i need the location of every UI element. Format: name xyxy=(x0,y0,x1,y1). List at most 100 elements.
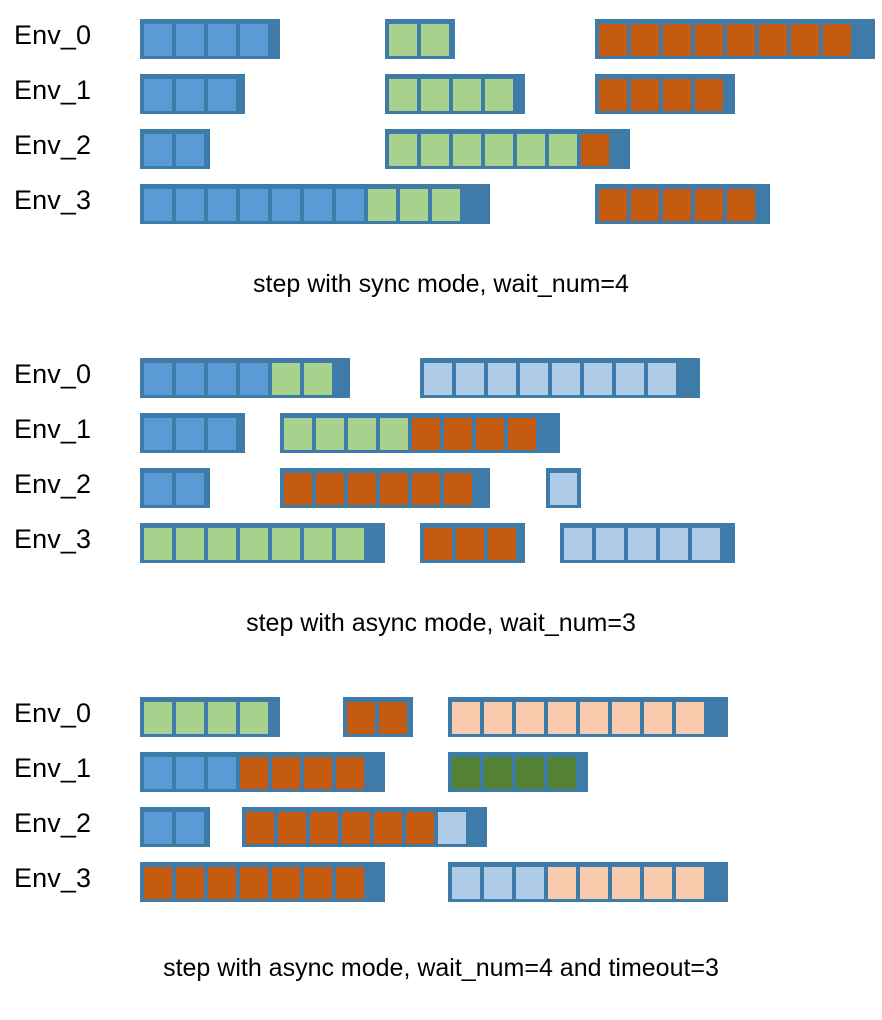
step-cell-green[interactable] xyxy=(208,702,236,734)
step-group[interactable] xyxy=(420,523,525,563)
step-cell-orange[interactable] xyxy=(272,757,300,789)
step-cell-green[interactable] xyxy=(284,418,312,450)
step-cell-orange[interactable] xyxy=(663,189,691,221)
step-group[interactable] xyxy=(385,129,630,169)
step-cell-orange[interactable] xyxy=(304,867,332,899)
step-cell-light-blue[interactable] xyxy=(660,528,688,560)
step-cell-light-blue[interactable] xyxy=(452,867,480,899)
step-cell-green[interactable] xyxy=(453,79,481,111)
step-cell-green[interactable] xyxy=(485,134,513,166)
step-cell-peach[interactable] xyxy=(612,867,640,899)
step-cell-peach[interactable] xyxy=(516,702,544,734)
step-cell-green[interactable] xyxy=(272,528,300,560)
step-group[interactable] xyxy=(420,358,700,398)
step-cell-orange[interactable] xyxy=(444,418,472,450)
step-cell-green[interactable] xyxy=(389,79,417,111)
step-cell-orange[interactable] xyxy=(272,867,300,899)
step-group[interactable] xyxy=(448,697,728,737)
step-cell-blue[interactable] xyxy=(144,79,172,111)
step-cell-green[interactable] xyxy=(176,528,204,560)
step-cell-orange[interactable] xyxy=(245,812,274,844)
step-cell-orange[interactable] xyxy=(316,473,344,505)
step-cell-orange[interactable] xyxy=(488,528,516,560)
step-cell-green[interactable] xyxy=(389,134,417,166)
step-cell-peach[interactable] xyxy=(484,702,512,734)
step-group[interactable] xyxy=(140,697,280,737)
step-cell-green[interactable] xyxy=(380,418,408,450)
step-cell-light-blue[interactable] xyxy=(648,363,676,395)
step-cell-blue[interactable] xyxy=(336,189,364,221)
step-cell-green[interactable] xyxy=(453,134,481,166)
step-cell-green[interactable] xyxy=(485,79,513,111)
step-cell-green[interactable] xyxy=(176,702,204,734)
step-cell-orange[interactable] xyxy=(336,867,364,899)
step-cell-orange[interactable] xyxy=(695,189,723,221)
step-cell-peach[interactable] xyxy=(612,702,640,734)
step-cell-peach[interactable] xyxy=(452,702,480,734)
step-cell-green[interactable] xyxy=(432,189,460,221)
step-cell-orange[interactable] xyxy=(663,79,691,111)
step-cell-orange[interactable] xyxy=(476,418,504,450)
step-cell-orange[interactable] xyxy=(240,867,268,899)
step-cell-blue[interactable] xyxy=(144,757,172,789)
step-cell-orange[interactable] xyxy=(508,418,536,450)
step-cell-orange[interactable] xyxy=(412,473,440,505)
step-group[interactable] xyxy=(385,74,525,114)
step-cell-blue[interactable] xyxy=(176,757,204,789)
step-cell-dark-green[interactable] xyxy=(548,757,576,789)
step-group[interactable] xyxy=(140,358,350,398)
step-cell-dark-green[interactable] xyxy=(516,757,544,789)
step-cell-orange[interactable] xyxy=(176,867,204,899)
step-cell-light-blue[interactable] xyxy=(456,363,484,395)
step-cell-light-blue[interactable] xyxy=(596,528,624,560)
step-cell-blue[interactable] xyxy=(176,363,204,395)
step-cell-green[interactable] xyxy=(144,528,172,560)
step-cell-light-blue[interactable] xyxy=(616,363,644,395)
step-cell-light-blue[interactable] xyxy=(484,867,512,899)
step-cell-peach[interactable] xyxy=(580,867,608,899)
step-cell-orange[interactable] xyxy=(380,473,408,505)
step-cell-green[interactable] xyxy=(389,24,417,56)
step-cell-peach[interactable] xyxy=(676,867,704,899)
step-cell-blue[interactable] xyxy=(208,189,236,221)
step-cell-blue[interactable] xyxy=(208,757,236,789)
step-cell-green[interactable] xyxy=(517,134,545,166)
step-cell-orange[interactable] xyxy=(304,757,332,789)
step-cell-orange[interactable] xyxy=(581,134,609,166)
step-cell-green[interactable] xyxy=(240,528,268,560)
step-cell-green[interactable] xyxy=(240,702,268,734)
step-group[interactable] xyxy=(560,523,735,563)
step-group[interactable] xyxy=(140,523,385,563)
step-cell-blue[interactable] xyxy=(240,189,268,221)
step-group[interactable] xyxy=(448,752,588,792)
step-cell-green[interactable] xyxy=(316,418,344,450)
step-cell-orange[interactable] xyxy=(341,812,370,844)
step-cell-light-blue[interactable] xyxy=(437,812,466,844)
step-cell-light-blue[interactable] xyxy=(424,363,452,395)
step-cell-orange[interactable] xyxy=(144,867,172,899)
step-cell-orange[interactable] xyxy=(599,24,627,56)
step-cell-green[interactable] xyxy=(421,24,449,56)
step-cell-blue[interactable] xyxy=(208,24,236,56)
step-cell-light-blue[interactable] xyxy=(520,363,548,395)
step-group[interactable] xyxy=(140,129,210,169)
step-cell-green[interactable] xyxy=(421,134,449,166)
step-cell-dark-green[interactable] xyxy=(452,757,480,789)
step-cell-orange[interactable] xyxy=(599,189,627,221)
step-cell-orange[interactable] xyxy=(412,418,440,450)
step-cell-light-blue[interactable] xyxy=(488,363,516,395)
step-cell-orange[interactable] xyxy=(631,189,659,221)
step-cell-orange[interactable] xyxy=(695,24,723,56)
step-cell-blue[interactable] xyxy=(176,79,204,111)
step-cell-orange[interactable] xyxy=(759,24,787,56)
step-cell-blue[interactable] xyxy=(144,363,172,395)
step-cell-blue[interactable] xyxy=(144,418,172,450)
step-cell-peach[interactable] xyxy=(676,702,704,734)
step-cell-peach[interactable] xyxy=(644,867,672,899)
step-cell-orange[interactable] xyxy=(791,24,819,56)
step-cell-orange[interactable] xyxy=(695,79,723,111)
step-cell-orange[interactable] xyxy=(823,24,851,56)
step-cell-green[interactable] xyxy=(336,528,364,560)
step-cell-blue[interactable] xyxy=(176,812,204,844)
step-cell-blue[interactable] xyxy=(272,189,300,221)
